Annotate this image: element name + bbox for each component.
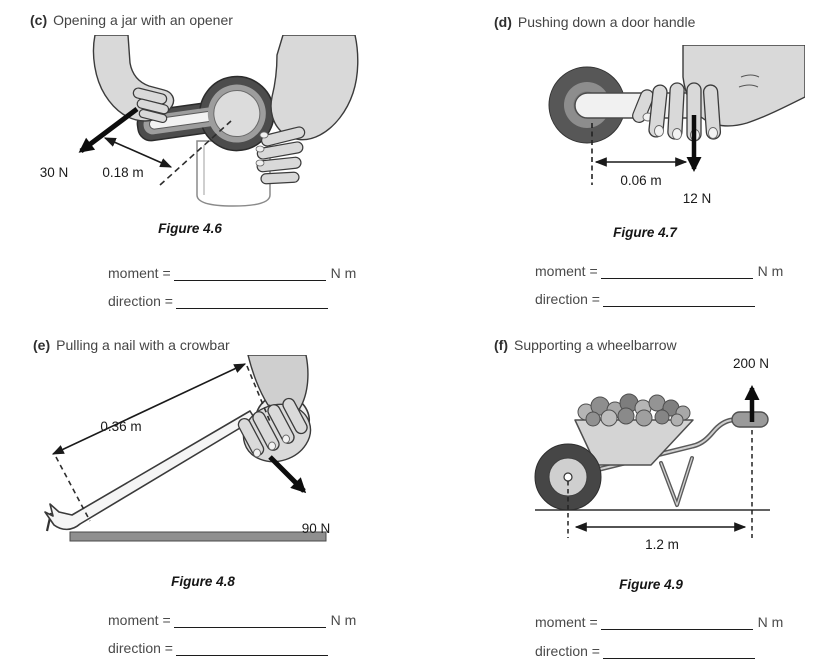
problem-c-title: (c) Opening a jar with an opener bbox=[30, 12, 233, 28]
distance-arrow bbox=[51, 363, 247, 455]
direction-label: direction = bbox=[535, 643, 600, 659]
left-hand bbox=[92, 35, 175, 124]
figure-caption: Figure 4.9 bbox=[619, 577, 683, 592]
figure-caption: Figure 4.6 bbox=[158, 221, 222, 236]
force-label: 90 N bbox=[302, 521, 331, 536]
problem-f-title: (f) Supporting a wheelbarrow bbox=[494, 337, 677, 353]
moment-unit: N m bbox=[330, 612, 357, 628]
problem-f-title-text: Supporting a wheelbarrow bbox=[514, 337, 677, 353]
moment-label: moment = bbox=[535, 614, 598, 630]
gripping-hand bbox=[237, 355, 312, 463]
problem-c-title-text: Opening a jar with an opener bbox=[53, 12, 233, 28]
direction-row: direction = bbox=[535, 291, 755, 307]
distance-label: 0.36 m bbox=[100, 419, 141, 434]
force-arrow bbox=[268, 455, 307, 494]
problem-c: (c) Opening a jar with an opener bbox=[0, 0, 417, 330]
problem-c-letter: (c) bbox=[30, 12, 48, 28]
problem-f-letter: (f) bbox=[494, 337, 508, 353]
direction-row: direction = bbox=[108, 293, 328, 309]
force-label: 12 N bbox=[683, 191, 712, 206]
direction-answer-blank bbox=[175, 641, 328, 656]
crowbar-illustration: 0.36 m 90 N bbox=[44, 355, 331, 542]
moment-label: moment = bbox=[108, 265, 171, 281]
distance-label: 0.06 m bbox=[620, 173, 661, 188]
moment-answer-blank bbox=[173, 613, 326, 628]
door-handle-illustration: 0.06 m 12 N bbox=[548, 45, 805, 206]
distance-dash-lower bbox=[55, 456, 91, 522]
moment-answer-blank bbox=[173, 266, 326, 281]
wheel bbox=[534, 443, 602, 511]
problem-d-title-text: Pushing down a door handle bbox=[517, 14, 696, 30]
problem-e-title-text: Pulling a nail with a crowbar bbox=[56, 337, 230, 353]
distance-label: 0.18 m bbox=[102, 165, 143, 180]
moment-answer-blank bbox=[600, 264, 753, 279]
direction-answer-blank bbox=[602, 292, 755, 307]
force-label: 30 N bbox=[40, 165, 69, 180]
moment-label: moment = bbox=[535, 263, 598, 279]
moment-unit: N m bbox=[757, 263, 784, 279]
problem-e-letter: (e) bbox=[33, 337, 51, 353]
jar bbox=[196, 140, 271, 207]
problem-d-letter: (d) bbox=[494, 14, 512, 30]
floor bbox=[69, 531, 327, 542]
moment-unit: N m bbox=[757, 614, 784, 630]
wheelbarrow-illustration: 200 N 1.2 m bbox=[534, 356, 770, 552]
problem-d-title: (d) Pushing down a door handle bbox=[494, 14, 695, 30]
crowbar-bar bbox=[44, 410, 256, 531]
moment-answer-blank bbox=[600, 615, 753, 630]
moment-row: moment = N m bbox=[535, 614, 783, 630]
figure-caption: Figure 4.7 bbox=[613, 225, 677, 240]
force-label: 200 N bbox=[733, 356, 769, 371]
pivot-dashed-line bbox=[159, 120, 232, 186]
direction-label: direction = bbox=[535, 291, 600, 307]
direction-row: direction = bbox=[535, 643, 755, 659]
jar-opener-illustration: 30 N 0.18 m bbox=[40, 35, 359, 207]
problem-f: (f) Supporting a wheelbarrow bbox=[417, 330, 834, 665]
direction-label: direction = bbox=[108, 640, 173, 656]
distance-label: 1.2 m bbox=[645, 537, 679, 552]
moment-row: moment = N m bbox=[535, 263, 783, 279]
distance-arrow bbox=[103, 137, 173, 168]
problem-d: (d) Pushing down a door handle bbox=[417, 0, 834, 330]
force-arrow bbox=[78, 107, 139, 153]
tray bbox=[574, 419, 694, 466]
moment-row: moment = N m bbox=[108, 612, 356, 628]
chassis-tube bbox=[565, 417, 743, 480]
axle bbox=[563, 472, 573, 482]
direction-answer-blank bbox=[175, 294, 328, 309]
support-leg bbox=[659, 456, 694, 507]
moment-row: moment = N m bbox=[108, 265, 356, 281]
problem-e: (e) Pulling a nail with a crowbar bbox=[0, 330, 417, 665]
rocks bbox=[577, 393, 691, 427]
moment-unit: N m bbox=[330, 265, 357, 281]
direction-label: direction = bbox=[108, 293, 173, 309]
problem-e-title: (e) Pulling a nail with a crowbar bbox=[33, 337, 230, 353]
right-hand bbox=[255, 35, 359, 185]
figure-caption: Figure 4.8 bbox=[171, 574, 235, 589]
direction-answer-blank bbox=[602, 644, 755, 659]
gripping-hand bbox=[632, 45, 805, 142]
moment-label: moment = bbox=[108, 612, 171, 628]
distance-dash-upper bbox=[246, 365, 272, 425]
direction-row: direction = bbox=[108, 640, 328, 656]
